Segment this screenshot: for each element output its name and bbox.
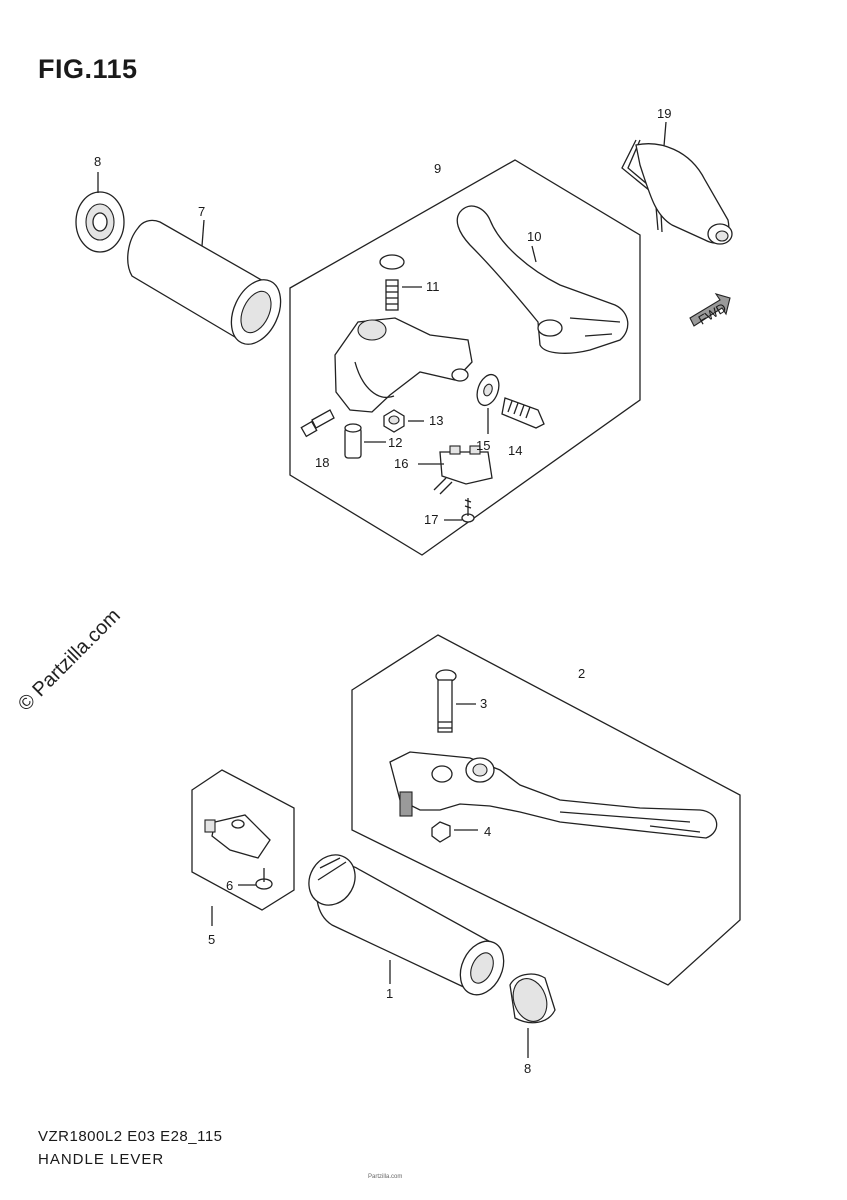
part-8-grip-end-bottom[interactable] [507, 973, 556, 1026]
fwd-direction-marker: FWD [689, 293, 731, 328]
part-19-boot[interactable] [621, 139, 733, 245]
callout-11: 11 [426, 279, 440, 294]
part-13-nut[interactable] [383, 409, 405, 433]
callout-6: 6 [226, 878, 233, 893]
part-3-pivot-bolt[interactable] [435, 669, 457, 733]
assembly-2-outline [351, 634, 741, 986]
figure-title: FIG.115 [38, 54, 138, 84]
callout-16: 16 [394, 456, 408, 471]
part-12-collar[interactable] [344, 423, 362, 459]
callout-4: 4 [484, 824, 491, 839]
assembly-5-outline [191, 769, 295, 911]
callout-17: 17 [424, 512, 438, 527]
footer-section-name: HANDLE LEVER [38, 1151, 165, 1168]
part-17-screw[interactable] [461, 498, 475, 523]
part-5-brake-switch[interactable] [204, 814, 271, 859]
callout-10: 10 [527, 229, 541, 244]
callout-18: 18 [315, 455, 329, 470]
part-1-throttle-grip[interactable] [300, 846, 512, 1001]
part-15-washer[interactable] [473, 372, 503, 409]
callout-13: 13 [429, 413, 443, 428]
callout-15: 15 [476, 438, 490, 453]
callout-8-top: 8 [94, 154, 101, 169]
brake-lever[interactable] [389, 751, 718, 839]
callout-8-bottom: 8 [524, 1061, 531, 1076]
callout-3: 3 [480, 696, 487, 711]
part-8-grip-end-top[interactable] [75, 191, 125, 253]
part-16-switch[interactable] [433, 445, 493, 495]
part-6-screw[interactable] [255, 868, 273, 890]
part-4-nut[interactable] [431, 821, 451, 843]
callout-14: 14 [508, 443, 522, 458]
callout-19: 19 [657, 106, 671, 121]
part-7-grip[interactable] [127, 219, 291, 352]
callout-5: 5 [208, 932, 215, 947]
footer-tiny-note: Partzilla.com [368, 1174, 403, 1180]
callout-1: 1 [386, 986, 393, 1001]
assembly-9-outline [289, 159, 641, 556]
part-11-pin[interactable] [379, 254, 405, 311]
lever-holder-body[interactable] [334, 317, 473, 413]
callout-2: 2 [578, 666, 585, 681]
part-14-adjuster[interactable] [501, 397, 545, 429]
callout-7: 7 [198, 204, 205, 219]
callout-9: 9 [434, 161, 441, 176]
part-10-clutch-lever[interactable] [456, 205, 629, 354]
part-18-bolt[interactable] [300, 409, 335, 438]
callout-12: 12 [388, 435, 402, 450]
footer-model-code: VZR1800L2 E03 E28_115 [38, 1128, 223, 1145]
